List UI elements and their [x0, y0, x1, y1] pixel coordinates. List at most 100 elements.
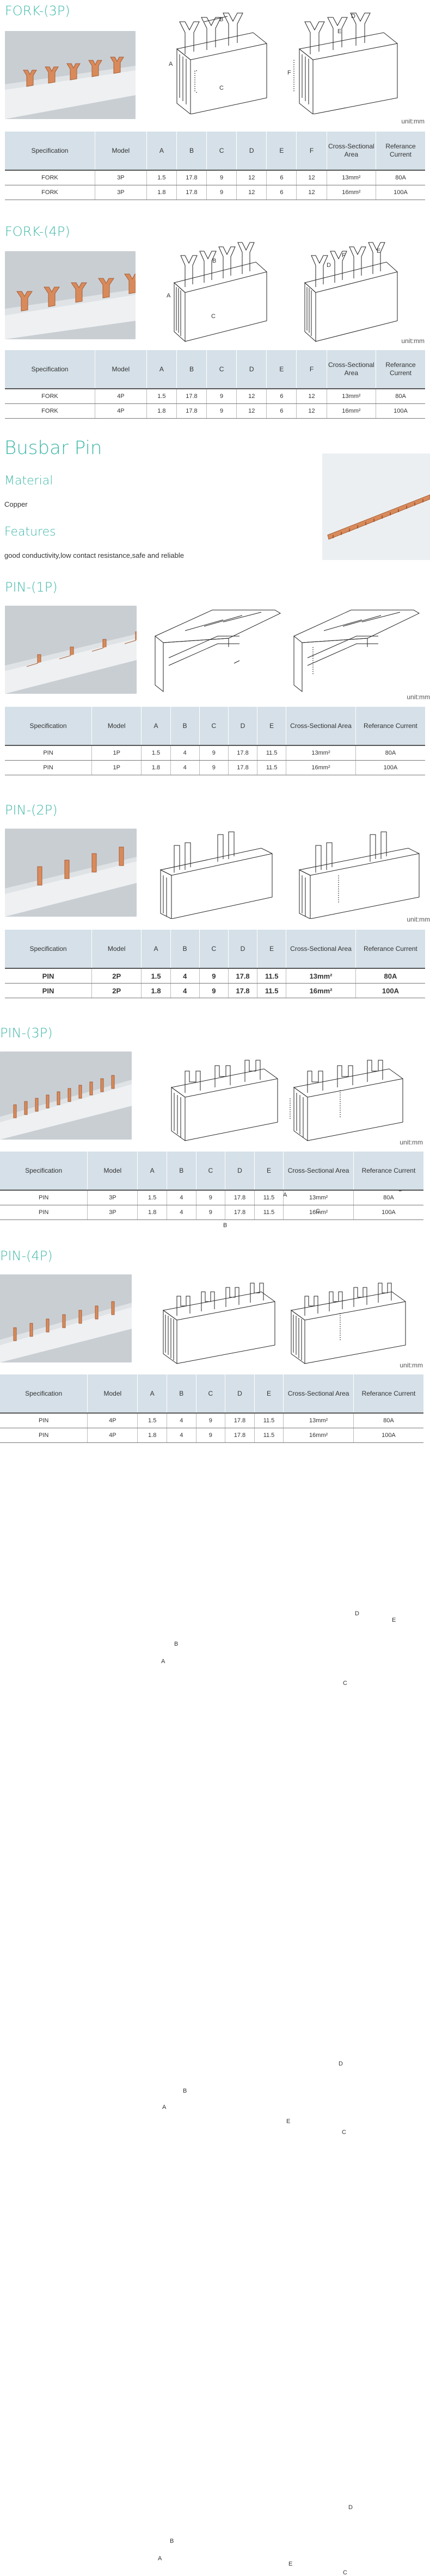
pin-4p-drawing-2: [290, 1283, 406, 1364]
table-cell: 80A: [355, 968, 425, 984]
table-cell: PIN: [5, 983, 92, 998]
dim-label-a: A: [158, 2555, 162, 2562]
table-cell: 1P: [91, 760, 142, 775]
column-header: Cross-Sectional Area: [286, 707, 356, 746]
column-header: Referance Current: [355, 707, 425, 746]
table-cell: 4P: [94, 403, 147, 419]
table-cell: 3P: [87, 1205, 138, 1220]
column-header: F: [296, 132, 327, 171]
material-heading: Material: [4, 474, 53, 488]
features-text: good conductivity,low contact resistance…: [4, 551, 185, 559]
table-cell: 9: [199, 745, 229, 761]
unit-label: unit:mm: [407, 916, 430, 923]
column-header: Cross-Sectional Area: [286, 930, 356, 969]
pin-2p-drawing-1: [159, 831, 273, 919]
dim-label-d: D: [348, 2504, 353, 2511]
table-cell: 13mm²: [286, 745, 356, 761]
table-cell: 17.8: [228, 760, 257, 775]
dim-label-e: E: [337, 28, 342, 35]
table-cell: 11.5: [254, 1205, 284, 1220]
column-header: D: [228, 707, 257, 746]
table-cell: 12: [236, 389, 267, 404]
column-header: C: [206, 132, 237, 171]
table-cell: 4: [170, 968, 200, 984]
table-cell: 16mm²: [286, 760, 356, 775]
section-pin-3p: PIN-(3P) A B C D E unit:mm Specif: [0, 1022, 430, 2136]
column-header: Model: [91, 930, 142, 969]
section-fork-4p: FORK-(4P) A B C: [0, 217, 430, 424]
column-header: Referance Current: [353, 1152, 423, 1191]
dim-label-c: C: [219, 85, 224, 91]
column-header: E: [266, 132, 297, 171]
table-cell: 12: [296, 170, 327, 185]
table-cell: 17.8: [225, 1205, 255, 1220]
column-header: A: [137, 1374, 167, 1414]
table-cell: 1.5: [137, 1413, 167, 1428]
column-header: Referance Current: [355, 930, 425, 969]
dim-label-a: A: [162, 2104, 167, 2111]
dim-label-b: B: [219, 16, 224, 23]
column-header: Referance Current: [353, 1374, 423, 1414]
table-cell: 17.8: [225, 1428, 255, 1443]
column-header: Referance Current: [376, 132, 425, 171]
table-cell: 6: [266, 170, 297, 185]
unit-label: unit:mm: [401, 117, 425, 125]
table-cell: 100A: [353, 1205, 423, 1220]
column-header: B: [166, 1152, 196, 1191]
column-header: C: [206, 350, 237, 389]
column-header: Model: [91, 707, 142, 746]
column-header: C: [195, 1152, 225, 1191]
dim-label-d: D: [327, 262, 331, 269]
column-header: A: [141, 930, 171, 969]
table-cell: 9: [195, 1205, 225, 1220]
features-heading: Features: [4, 525, 56, 539]
column-header: Specification: [5, 930, 92, 969]
column-header: Cross-Sectional Area: [283, 1374, 354, 1414]
table-cell: PIN: [5, 745, 92, 761]
column-header: D: [225, 1374, 255, 1414]
product-photo: [0, 1274, 132, 1362]
table-cell: PIN: [5, 760, 92, 775]
table-cell: 16mm²: [326, 403, 376, 419]
section-title: FORK-(3P): [5, 3, 70, 18]
table-cell: 12: [236, 170, 267, 185]
dim-label-c: C: [342, 2129, 346, 2136]
fork-3p-drawing-2: [293, 13, 398, 114]
column-header: C: [195, 1374, 225, 1414]
dim-label-b: B: [183, 2088, 187, 2094]
table-cell: FORK: [5, 389, 95, 404]
table-cell: FORK: [5, 170, 95, 185]
table-cell: 4: [166, 1205, 196, 1220]
table-cell: 1.8: [137, 1205, 167, 1220]
table-cell: 12: [296, 403, 327, 419]
table-cell: 11.5: [254, 1413, 284, 1428]
table-cell: 13mm²: [283, 1190, 354, 1205]
column-header: C: [199, 707, 229, 746]
table-cell: 17.8: [176, 389, 207, 404]
table-cell: PIN: [0, 1205, 88, 1220]
section-pin-2p: PIN-(2P) A B C D E unit:mm Specification…: [0, 799, 430, 1687]
column-header: B: [166, 1374, 196, 1414]
section-title: PIN-(3P): [0, 1025, 53, 1041]
section-title: PIN-(4P): [0, 1248, 53, 1264]
table-cell: 16mm²: [283, 1428, 354, 1443]
table-cell: 17.8: [176, 185, 207, 200]
table-cell: 100A: [355, 983, 425, 998]
table-cell: 17.8: [225, 1190, 255, 1205]
product-photo: [5, 829, 137, 917]
column-header: F: [296, 350, 327, 389]
pin-photo-image: [0, 1051, 132, 1140]
table-cell: 80A: [355, 745, 425, 761]
table-cell: 4P: [87, 1413, 138, 1428]
table-cell: 12: [236, 403, 267, 419]
column-header: E: [266, 350, 297, 389]
